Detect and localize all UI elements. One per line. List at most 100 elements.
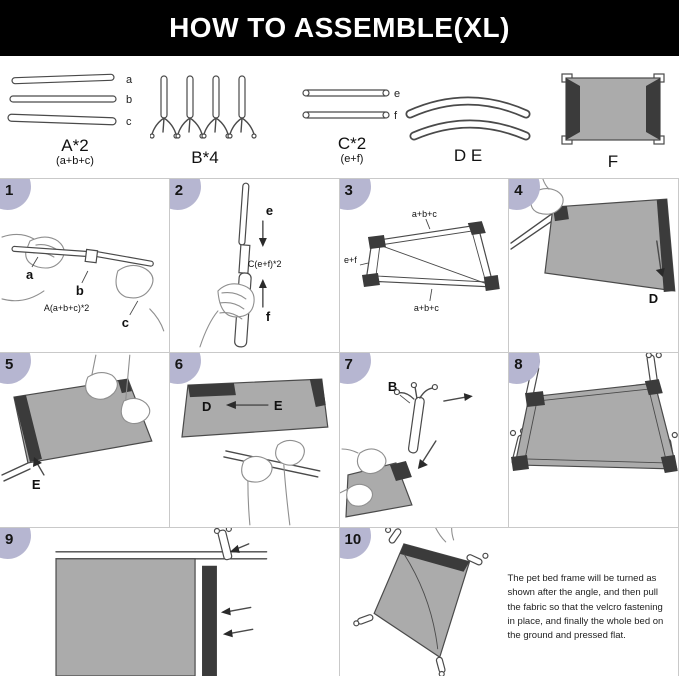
left-arrow-icon [229, 544, 240, 553]
up-arrow-icon [258, 278, 267, 288]
step-10-cell: 10 The pet bed frame will be turned as s… [339, 528, 679, 676]
leg-part [201, 75, 231, 139]
part-f-illustration [561, 73, 665, 145]
part-f-label: F [607, 152, 619, 171]
part-c-label: C*2 [337, 134, 367, 153]
step-10-illustration [352, 528, 488, 676]
step-1-caption: A(a+b+c)*2 [44, 303, 89, 313]
page-title: HOW TO ASSEMBLE(XL) [169, 12, 510, 43]
step-1-cell: 1 a b c A(a+b+c)*2 [0, 179, 170, 353]
step-1-label-b: b [76, 283, 84, 298]
leg-part [407, 396, 425, 454]
fabric [544, 198, 676, 292]
leg-part [435, 656, 446, 674]
step-5-label-e: E [32, 477, 41, 492]
step-7-number: 7 [344, 356, 353, 373]
part-a-sublabel: (a+b+c) [56, 155, 94, 167]
step-9-cell: 9 [0, 528, 340, 676]
step-2-label-e: e [266, 203, 273, 218]
step-1-label-c: c [122, 315, 129, 330]
part-de-label: D E [453, 146, 483, 165]
hand-sketch [120, 397, 151, 425]
part-de-illustration [405, 96, 531, 141]
down-arrow-icon [656, 267, 666, 277]
step-6-label-d: D [202, 399, 211, 414]
step-3-number: 3 [344, 182, 353, 199]
down-arrow-icon [258, 238, 267, 248]
hand-sketch [345, 483, 373, 507]
step-3-label-left: e+f [343, 255, 356, 265]
part-a-illustration: a b c [7, 73, 133, 128]
hand-sketch [217, 283, 255, 318]
step-1-label-a: a [26, 267, 34, 282]
step-3-cell: 3 a+b+c e+f a+b+c [339, 179, 510, 353]
step-8-number: 8 [514, 356, 523, 373]
step-4-label-d: D [649, 291, 658, 306]
parts-row: a b c A*2 (a+b+c) [0, 56, 679, 178]
step-2-cell: 2 e C(e+f)*2 f [169, 179, 340, 353]
leg-part [388, 528, 401, 544]
hand-sketch [274, 439, 305, 466]
step-1-illustration: a b c A(a+b+c)*2 [1, 233, 165, 332]
fabric [55, 558, 196, 676]
hand-sketch [85, 372, 118, 400]
part-b-label: B*4 [191, 148, 219, 167]
leg-part [150, 75, 179, 139]
leg-part [465, 554, 483, 566]
part-c-sublabel: (e+f) [340, 153, 364, 165]
left-arrow-icon [225, 401, 236, 410]
step-8-illustration [510, 353, 678, 473]
leg-part [227, 75, 257, 139]
step-5-cell: 5 E [0, 353, 170, 528]
step-7-label-b: B [387, 379, 396, 394]
steps-grid: 1 a b c A(a+b+c)*2 2 [0, 178, 679, 676]
assembly-note: The pet bed frame will be turned as show… [507, 573, 664, 641]
title-bar: HOW TO ASSEMBLE(XL) [0, 0, 679, 56]
part-c-illustration: e f [302, 88, 400, 122]
step-10-number: 10 [344, 531, 362, 548]
part-a-label: A*2 [61, 136, 89, 155]
part-c: e f C*2 (e+f) [300, 82, 404, 165]
hand-sketch [356, 448, 386, 475]
part-de: D E [398, 86, 538, 166]
step-5-illustration: E [1, 354, 153, 492]
step-8-cell: 8 [509, 353, 679, 528]
part-a-bar-label-a: a [126, 74, 133, 86]
step-9-illustration [55, 528, 268, 676]
step-4-cell: 4 D [509, 179, 679, 353]
step-7-illustration: B [339, 379, 473, 518]
left-arrow-icon [220, 607, 231, 616]
step-4-illustration: D [510, 179, 676, 306]
fabric [372, 543, 470, 659]
step-6-label-e: E [274, 398, 283, 413]
part-f: F [552, 72, 674, 172]
left-arrow-icon [222, 629, 233, 638]
step-9-number: 9 [5, 531, 14, 548]
step-5-number: 5 [5, 356, 14, 373]
part-c-bar-label-e: e [394, 88, 400, 100]
step-7-cell: 7 B [339, 353, 510, 528]
leg-part [175, 75, 205, 139]
step-6-illustration: D E [181, 378, 329, 526]
part-a-bar-label-b: b [126, 94, 132, 106]
part-a: a b c A*2 (a+b+c) [6, 70, 144, 167]
step-4-number: 4 [514, 182, 523, 199]
leg-part [217, 529, 233, 561]
hand-sketch [530, 188, 564, 215]
step-1-number: 1 [5, 182, 14, 199]
step-6-cell: 6 D E [169, 353, 340, 528]
part-c-bar-label-f: f [394, 110, 398, 122]
step-2-label-f: f [266, 309, 271, 324]
hand-sketch [240, 455, 273, 483]
step-5-badge: 5 [0, 353, 31, 384]
up-arrow-icon [32, 456, 42, 467]
step-3-label-bottom: a+b+c [413, 303, 438, 313]
step-2-number: 2 [174, 182, 184, 199]
step-2-caption: C(e+f)*2 [248, 259, 282, 269]
right-arrow-icon [463, 393, 473, 402]
step-3-label-top: a+b+c [411, 209, 436, 219]
step-6-number: 6 [174, 356, 184, 373]
step-2-illustration: e C(e+f)*2 f [199, 182, 282, 348]
hand-sketch [115, 264, 154, 299]
